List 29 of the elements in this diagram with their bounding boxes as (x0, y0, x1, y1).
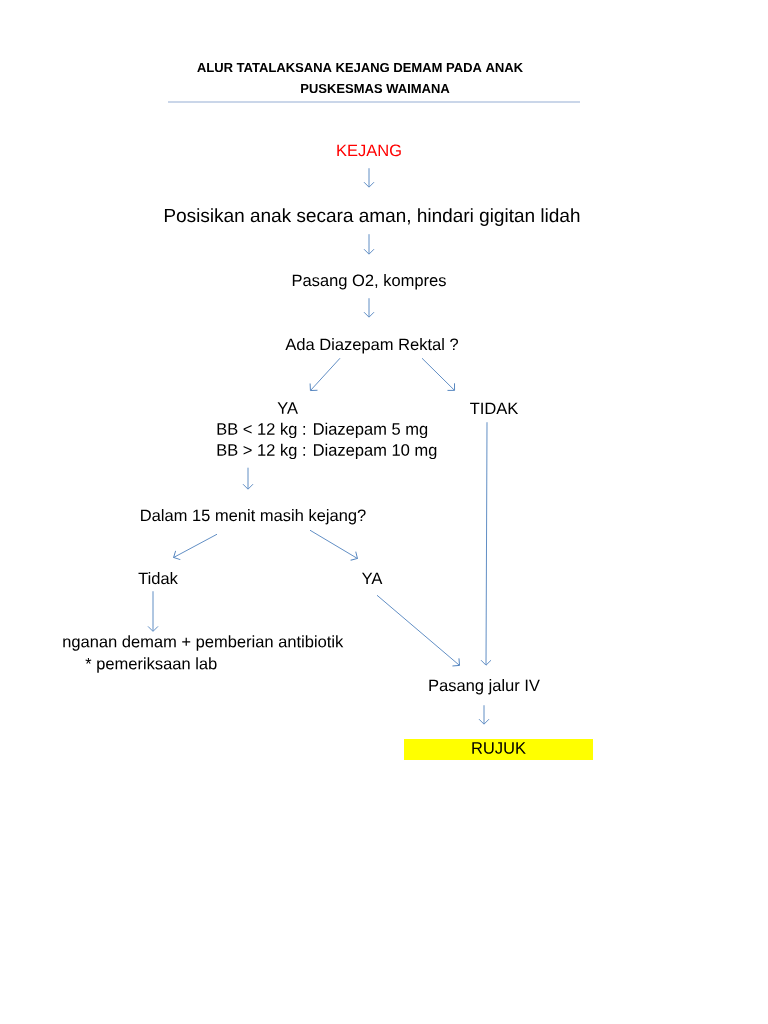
title: ALUR TATALAKSANA KEJANG DEMAM PADA ANAK (197, 62, 523, 73)
arrow (480, 421, 492, 666)
dosage-text: BB < 12 kg : Diazepam 5 mg (217, 422, 428, 439)
step-text: Posisikan anak secara aman, hindari gigitan lidah (164, 208, 580, 226)
arrow (363, 297, 375, 318)
answer-label: Tidak (138, 572, 178, 585)
question-text: Dalam 15 menit masih kejang? (141, 509, 366, 525)
arrow (309, 529, 358, 561)
start-label: KEJANG (337, 144, 401, 157)
arrow (376, 594, 460, 667)
step-text: nganan demam + pemberian antibiotik (63, 635, 344, 651)
subtitle: PUSKESMAS WAIMANA (301, 83, 450, 94)
answer-label: YA (361, 572, 383, 584)
arrow (242, 467, 254, 490)
answer-label: YA (277, 402, 298, 414)
arrow (309, 357, 341, 391)
arrow (363, 167, 375, 188)
question-text: Ada Diazepam Rektal ? (285, 338, 458, 354)
arrow (478, 704, 490, 725)
arrow (147, 590, 159, 632)
step-text: * pemeriksaan lab (85, 657, 217, 673)
arrow (173, 533, 218, 561)
step-text: Pasang jalur IV (429, 679, 540, 695)
arrow (421, 357, 455, 391)
step-text: Pasang O2, kompres (292, 274, 446, 290)
referral-box: RUJUK (404, 739, 593, 760)
answer-label: TIDAK (470, 402, 519, 414)
arrow (363, 233, 375, 255)
dosage-text: BB > 12 kg : Diazepam 10 mg (217, 443, 437, 460)
